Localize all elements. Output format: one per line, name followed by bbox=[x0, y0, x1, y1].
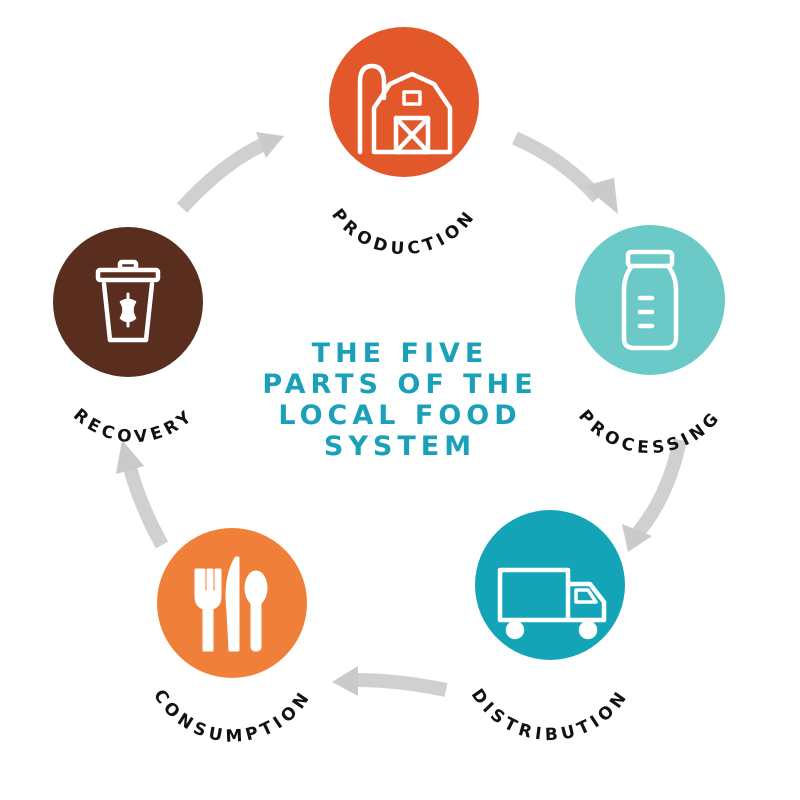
stage-distribution: DISTRIBUTION bbox=[467, 510, 633, 745]
arrow-production-to-processing bbox=[512, 131, 618, 214]
compost-bin-icon bbox=[95, 259, 161, 343]
arrow-consumption-to-recovery bbox=[116, 440, 169, 549]
title-line-3: LOCAL FOOD bbox=[278, 400, 522, 431]
recovery-label: RECOVERY bbox=[69, 405, 194, 448]
cycle-arrows bbox=[116, 131, 687, 697]
jar-icon bbox=[621, 249, 679, 351]
utensils-icon bbox=[194, 556, 268, 652]
truck-icon bbox=[497, 567, 607, 640]
diagram-title: THE FIVE PARTS OF THE LOCAL FOOD SYSTEM bbox=[250, 338, 550, 462]
processing-label: PROCESSING bbox=[574, 406, 721, 458]
svg-text:DISTRIBUTION: DISTRIBUTION bbox=[467, 685, 633, 745]
production-label: PRODUCTION bbox=[327, 205, 476, 259]
svg-text:PRODUCTION: PRODUCTION bbox=[327, 205, 480, 259]
distribution-label: DISTRIBUTION bbox=[467, 685, 629, 745]
arrow-distribution-to-consumption bbox=[332, 666, 448, 697]
svg-text:RECOVERY: RECOVERY bbox=[69, 405, 198, 448]
svg-text:CONSUMPTION: CONSUMPTION bbox=[149, 686, 316, 747]
stage-recovery: RECOVERY bbox=[53, 227, 203, 447]
arrow-recovery-to-production bbox=[176, 132, 284, 213]
arrow-processing-to-distribution bbox=[622, 438, 687, 552]
title-line-1: THE FIVE bbox=[311, 338, 489, 369]
title-line-2: PARTS OF THE bbox=[262, 369, 538, 400]
stage-processing: PROCESSING bbox=[574, 225, 726, 458]
distribution-circle bbox=[475, 510, 625, 660]
stage-production: PRODUCTION bbox=[327, 27, 480, 259]
barn-icon bbox=[357, 63, 453, 155]
title-line-4: SYSTEM bbox=[323, 431, 477, 462]
consumption-label: CONSUMPTION bbox=[149, 686, 311, 747]
svg-text:PROCESSING: PROCESSING bbox=[574, 406, 726, 458]
stage-consumption: CONSUMPTION bbox=[149, 528, 316, 747]
